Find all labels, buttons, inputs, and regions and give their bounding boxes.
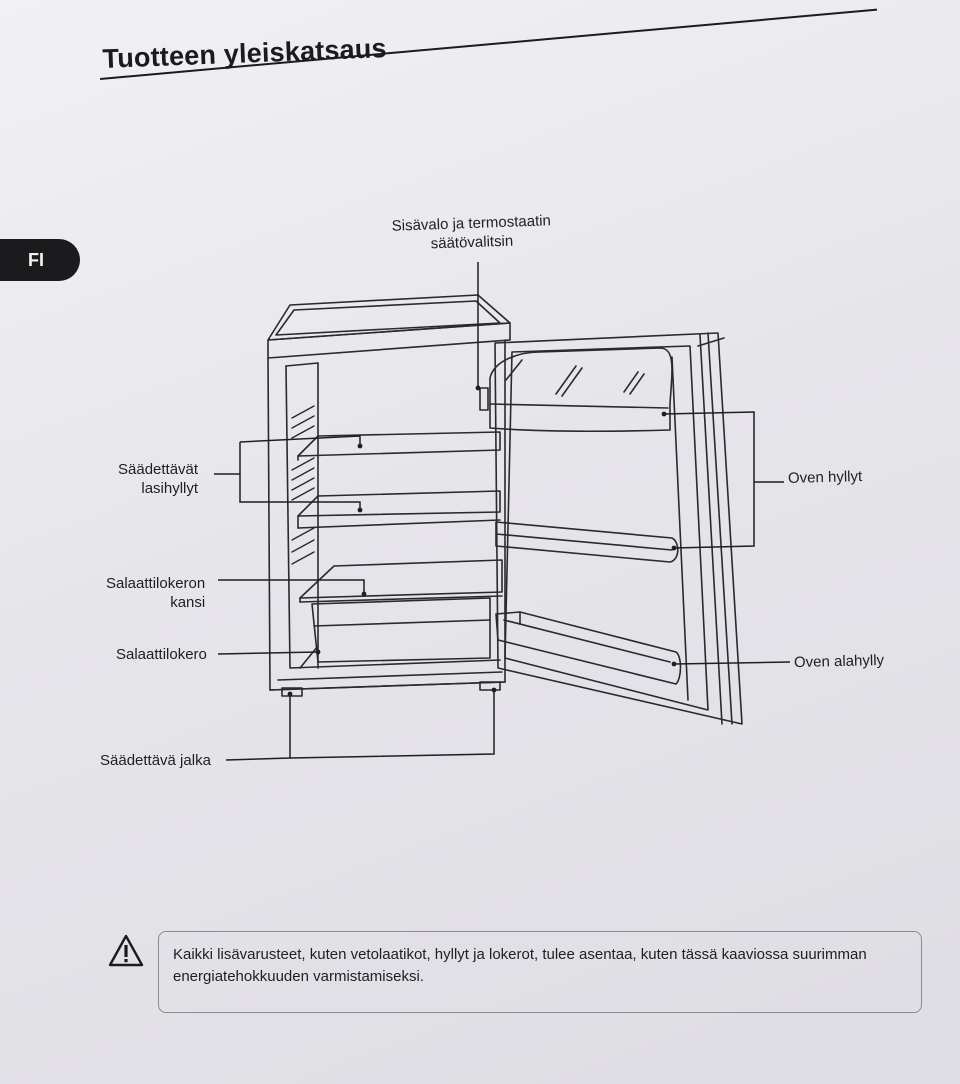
label-adjustable-foot: Säädettävä jalka xyxy=(100,752,211,769)
label-crisper: Salaattilokero xyxy=(116,646,207,663)
fridge-feet xyxy=(281,681,501,697)
interior-light xyxy=(479,387,489,411)
label-door-shelves: Oven hyllyt xyxy=(787,468,863,487)
label-crisper-cover-line2: kansi xyxy=(170,594,206,611)
callout-door-bottom-shelf xyxy=(673,661,791,665)
shelf-supports xyxy=(291,405,315,565)
door-middle-shelf xyxy=(495,521,679,563)
language-tab: FI xyxy=(0,239,80,281)
door-bottom-shelf xyxy=(495,611,682,685)
notice-box: Kaikki lisävarusteet, kuten vetolaatikot… xyxy=(158,931,922,1013)
label-glass-shelves: Säädettävät lasihyllyt xyxy=(118,460,198,498)
callout-feet xyxy=(225,694,291,761)
fridge-top xyxy=(267,294,511,359)
label-door-bottom-shelf: Oven alahylly xyxy=(793,651,885,672)
callout-crisper-cover xyxy=(218,579,365,594)
fridge-door xyxy=(494,332,743,725)
callout-door-shelves xyxy=(663,411,755,549)
label-crisper-cover: Salaattilokeron kansi xyxy=(106,574,205,612)
crisper-drawer xyxy=(299,597,491,669)
label-crisper-cover-line1: Salaattilokeron xyxy=(106,575,206,592)
glass-shelves xyxy=(297,431,501,529)
callout-glass-shelves-upper xyxy=(239,435,361,446)
label-interior-light: Sisävalo ja termostaatin säätövalitsin xyxy=(391,211,551,255)
warning-triangle-icon xyxy=(108,934,144,967)
label-glass-shelves-line2: lasihyllyt xyxy=(141,480,199,497)
label-glass-shelves-line1: Säädettävät xyxy=(118,461,199,478)
callout-glass-shelves xyxy=(239,442,361,510)
notice-text: Kaikki lisävarusteet, kuten vetolaatikot… xyxy=(173,946,867,985)
callout-feet-right xyxy=(289,690,495,759)
crisper-cover xyxy=(299,559,503,603)
callout-crisper xyxy=(217,651,319,655)
door-top-shelf xyxy=(489,347,673,433)
